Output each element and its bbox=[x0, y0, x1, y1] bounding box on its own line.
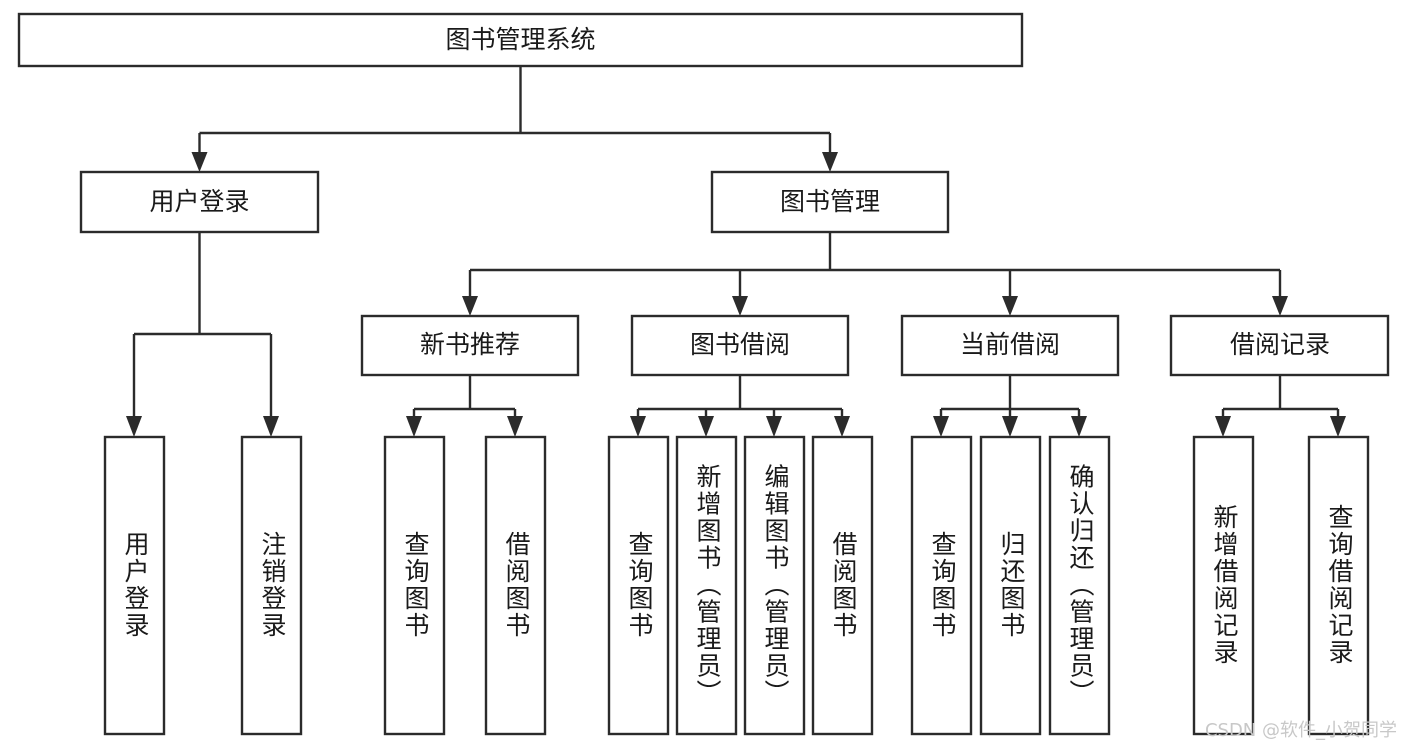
node-new-book-recommend-label: 新书推荐 bbox=[420, 330, 520, 359]
node-borrow-record[interactable]: 借阅记录 bbox=[1169, 314, 1390, 377]
node-leaf-borrow-query-book[interactable]: 查询图书 bbox=[607, 435, 670, 736]
node-user-login[interactable]: 用户登录 bbox=[79, 170, 320, 234]
node-user-login-label: 用户登录 bbox=[149, 187, 249, 216]
node-leaf-current-query-book[interactable]: 查询图书 bbox=[910, 435, 973, 736]
connector-root-to-level2 bbox=[191, 66, 838, 172]
node-root[interactable]: 图书管理系统 bbox=[17, 12, 1024, 68]
node-leaf-borrow-edit-book-label: 编辑图书（管理员） bbox=[761, 464, 790, 707]
node-new-book-recommend[interactable]: 新书推荐 bbox=[360, 314, 580, 377]
node-leaf-borrow-borrow-book-label: 借阅图书 bbox=[829, 531, 858, 639]
csdn-watermark: CSDN @软件_小贺同学 bbox=[1204, 720, 1397, 741]
connector-bookborrow-to-leaves bbox=[630, 375, 850, 437]
node-book-borrow-label: 图书借阅 bbox=[690, 330, 790, 359]
node-leaf-borrow-borrow-book[interactable]: 借阅图书 bbox=[811, 435, 874, 736]
node-leaf-current-return-book[interactable]: 归还图书 bbox=[979, 435, 1042, 736]
node-leaf-user-login-label: 用户登录 bbox=[121, 531, 150, 639]
node-borrow-record-label: 借阅记录 bbox=[1230, 330, 1330, 359]
node-leaf-borrow-edit-book[interactable]: 编辑图书（管理员） bbox=[743, 435, 806, 736]
node-leaf-borrow-add-book[interactable]: 新增图书（管理员） bbox=[675, 435, 738, 736]
node-leaf-borrow-add-book-label: 新增图书（管理员） bbox=[693, 464, 722, 707]
connector-newbook-to-leaves bbox=[406, 375, 523, 437]
node-root-label: 图书管理系统 bbox=[445, 25, 595, 54]
node-current-borrow[interactable]: 当前借阅 bbox=[900, 314, 1120, 377]
node-book-borrow[interactable]: 图书借阅 bbox=[630, 314, 850, 377]
connector-level2-user-to-leaves bbox=[126, 232, 279, 437]
node-book-management-label: 图书管理 bbox=[780, 187, 880, 216]
node-leaf-record-add[interactable]: 新增借阅记录 bbox=[1192, 435, 1255, 736]
node-leaf-current-return-book-label: 归还图书 bbox=[997, 531, 1026, 639]
node-leaf-recommend-borrow-book[interactable]: 借阅图书 bbox=[484, 435, 547, 736]
node-leaf-recommend-query-book-label: 查询图书 bbox=[401, 531, 430, 639]
connector-borrowrecord-to-leaves bbox=[1215, 375, 1346, 437]
node-leaf-current-confirm-return[interactable]: 确认归还（管理员） bbox=[1048, 435, 1111, 736]
node-leaf-current-query-book-label: 查询图书 bbox=[928, 531, 957, 639]
node-leaf-record-add-label: 新增借阅记录 bbox=[1210, 504, 1239, 666]
node-book-management[interactable]: 图书管理 bbox=[710, 170, 950, 234]
connector-level2-book-to-level3 bbox=[462, 232, 1288, 316]
node-leaf-current-confirm-return-label: 确认归还（管理员） bbox=[1066, 464, 1095, 707]
node-leaf-recommend-query-book[interactable]: 查询图书 bbox=[383, 435, 446, 736]
node-leaf-recommend-borrow-book-label: 借阅图书 bbox=[502, 531, 531, 639]
node-leaf-borrow-query-book-label: 查询图书 bbox=[625, 531, 654, 639]
node-leaf-user-login[interactable]: 用户登录 bbox=[103, 435, 166, 736]
node-leaf-logout[interactable]: 注销登录 bbox=[240, 435, 303, 736]
node-leaf-logout-label: 注销登录 bbox=[258, 531, 287, 639]
node-leaf-record-query-label: 查询借阅记录 bbox=[1325, 504, 1354, 666]
node-current-borrow-label: 当前借阅 bbox=[960, 330, 1060, 359]
connector-currentborrow-to-leaves bbox=[933, 375, 1087, 437]
node-leaf-record-query[interactable]: 查询借阅记录 bbox=[1307, 435, 1370, 736]
